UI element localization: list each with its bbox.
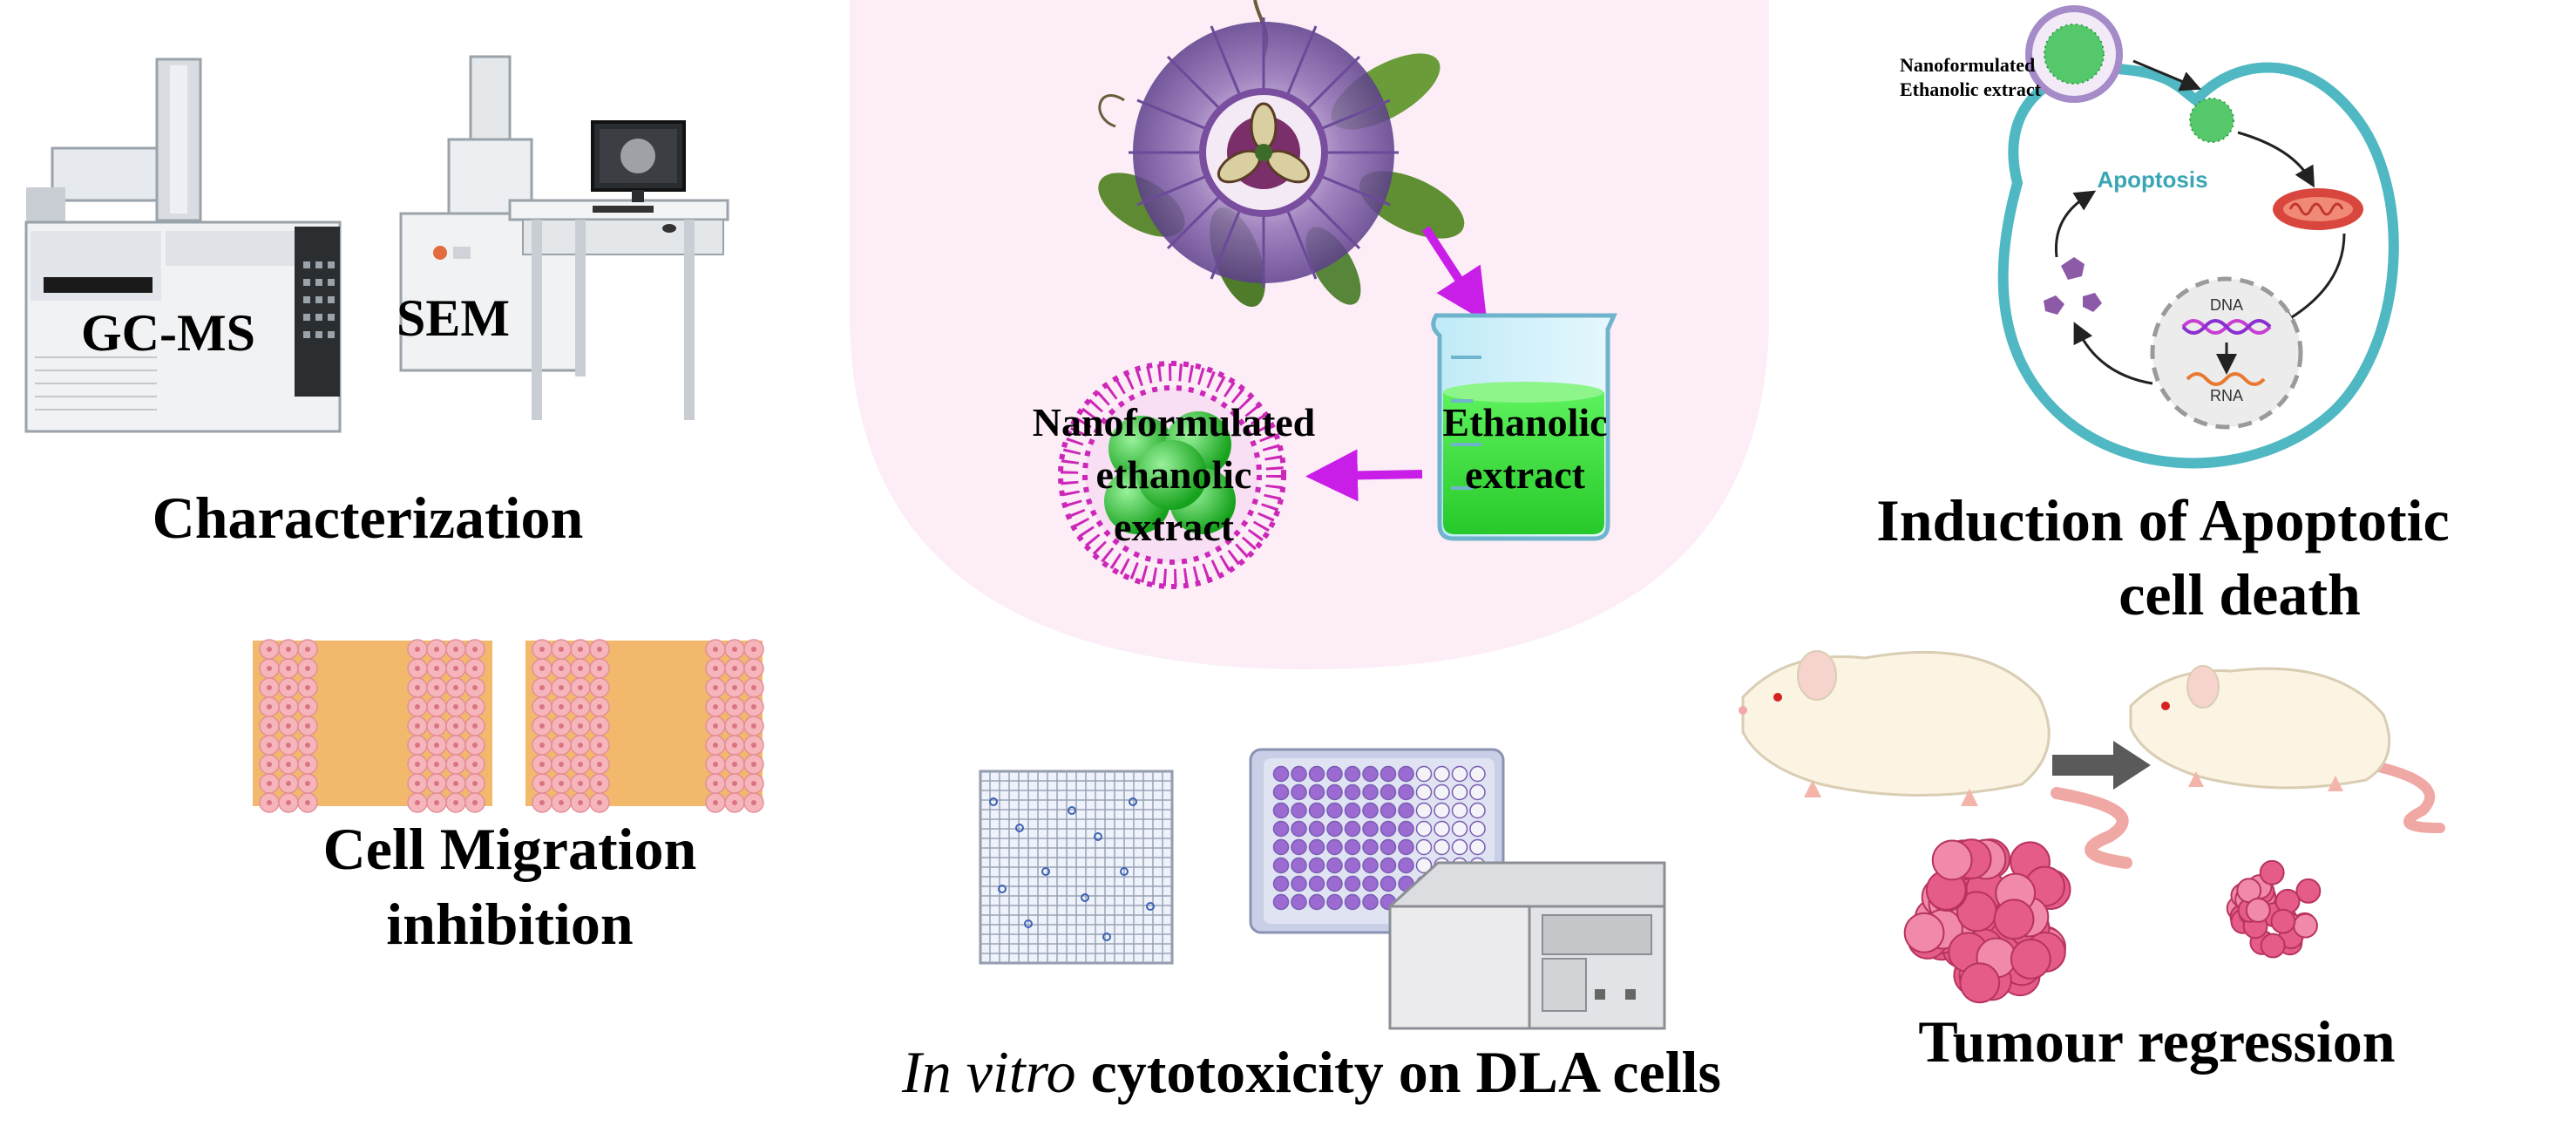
mitochondria-icon (2273, 188, 2363, 230)
mouse-icon-large (1739, 650, 2132, 869)
plate-reader-icon (1388, 861, 1666, 1030)
mouse-icon-small (2129, 665, 2445, 833)
nanoparticle-outer-icon (2025, 5, 2123, 103)
rna-icon (2186, 372, 2266, 386)
nucleus-to-fragments-arrow (2073, 322, 2153, 385)
ethanolic-label-line2: extract (1465, 452, 1586, 497)
induction-label-line2: cell death (2118, 561, 2361, 627)
gcms-label: GC-MS (81, 304, 255, 362)
nanoformulated-label-line3: extract (1114, 505, 1235, 549)
nanoparticle-icon (1058, 361, 1286, 589)
entry-arrow (2132, 59, 2202, 92)
sem-label: SEM (397, 289, 510, 347)
tumour-regression-label: Tumour regression (1918, 1008, 2395, 1075)
beaker-to-nanoparticle-arrow (1305, 449, 1423, 502)
cell-nano-label-line1: Nanoformulated (1900, 54, 2035, 76)
migration-cells (259, 639, 764, 813)
hemocytometer-icon (979, 770, 1174, 965)
regression-arrowhead (2113, 741, 2151, 790)
apoptosis-label: Apoptosis (2097, 166, 2207, 193)
flower-to-beaker-arrow (1421, 226, 1488, 323)
migration-label-line2: inhibition (386, 891, 634, 957)
rna-label: RNA (2210, 387, 2243, 404)
tumour-icon-large (1903, 838, 2071, 1004)
dna-icon (2181, 319, 2272, 335)
tumour-icon-small (2226, 859, 2322, 959)
to-nucleus-arrow (2274, 233, 2346, 328)
sem-microscope-icon (399, 55, 729, 420)
to-mitochondria-arrow (2237, 131, 2315, 188)
induction-label-line1: Induction of Apoptotic (1876, 487, 2449, 553)
nanoparticle-inner-icon (2189, 98, 2234, 143)
passion-flower-icon (1098, 0, 1465, 308)
ethanolic-label-line1: Ethanolic (1442, 400, 1607, 444)
characterization-label: Characterization (153, 485, 584, 551)
cell-nano-label-line2: Ethanolic extract (1900, 78, 2042, 100)
nanoformulated-label-line2: ethanolic (1096, 452, 1252, 497)
invitro-rest: cytotoxicity on DLA cells (1076, 1039, 1721, 1105)
migration-label-line1: Cell Migration (323, 816, 697, 882)
dna-label: DNA (2210, 296, 2243, 314)
apoptotic-body-icon (2044, 257, 2102, 315)
invitro-italic: In vitro (901, 1039, 1076, 1105)
gcms-instrument-icon (24, 58, 342, 433)
nanoformulated-label-line1: Nanoformulated (1033, 400, 1316, 444)
to-apoptosis-arrow (2054, 190, 2097, 258)
beaker-icon (1431, 313, 1617, 541)
invitro-label: In vitro cytotoxicity on DLA cells (901, 1039, 1721, 1105)
